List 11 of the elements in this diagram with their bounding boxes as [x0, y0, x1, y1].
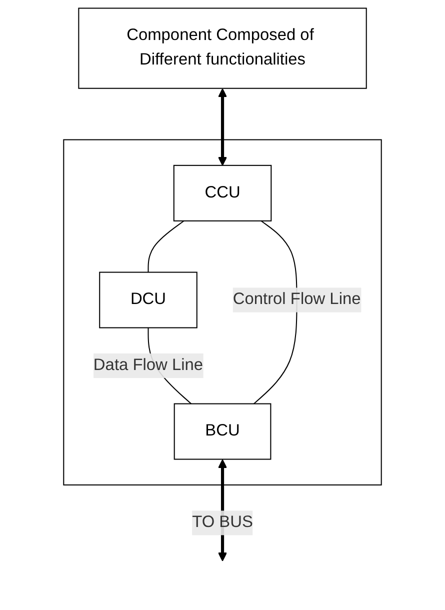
edge-label: Data Flow Line [93, 356, 204, 374]
connector [254, 220, 298, 404]
node-box: BCU [174, 403, 272, 460]
cluster [63, 139, 382, 486]
edge-label: TO BUS [192, 514, 253, 532]
node-box: Component Composed of Different functionalities [78, 8, 367, 89]
node-box: DCU [99, 272, 198, 328]
arrow [218, 88, 228, 166]
node-box: CCU [173, 164, 272, 222]
edge-label: Control Flow Line [232, 290, 361, 308]
connector [148, 220, 184, 272]
